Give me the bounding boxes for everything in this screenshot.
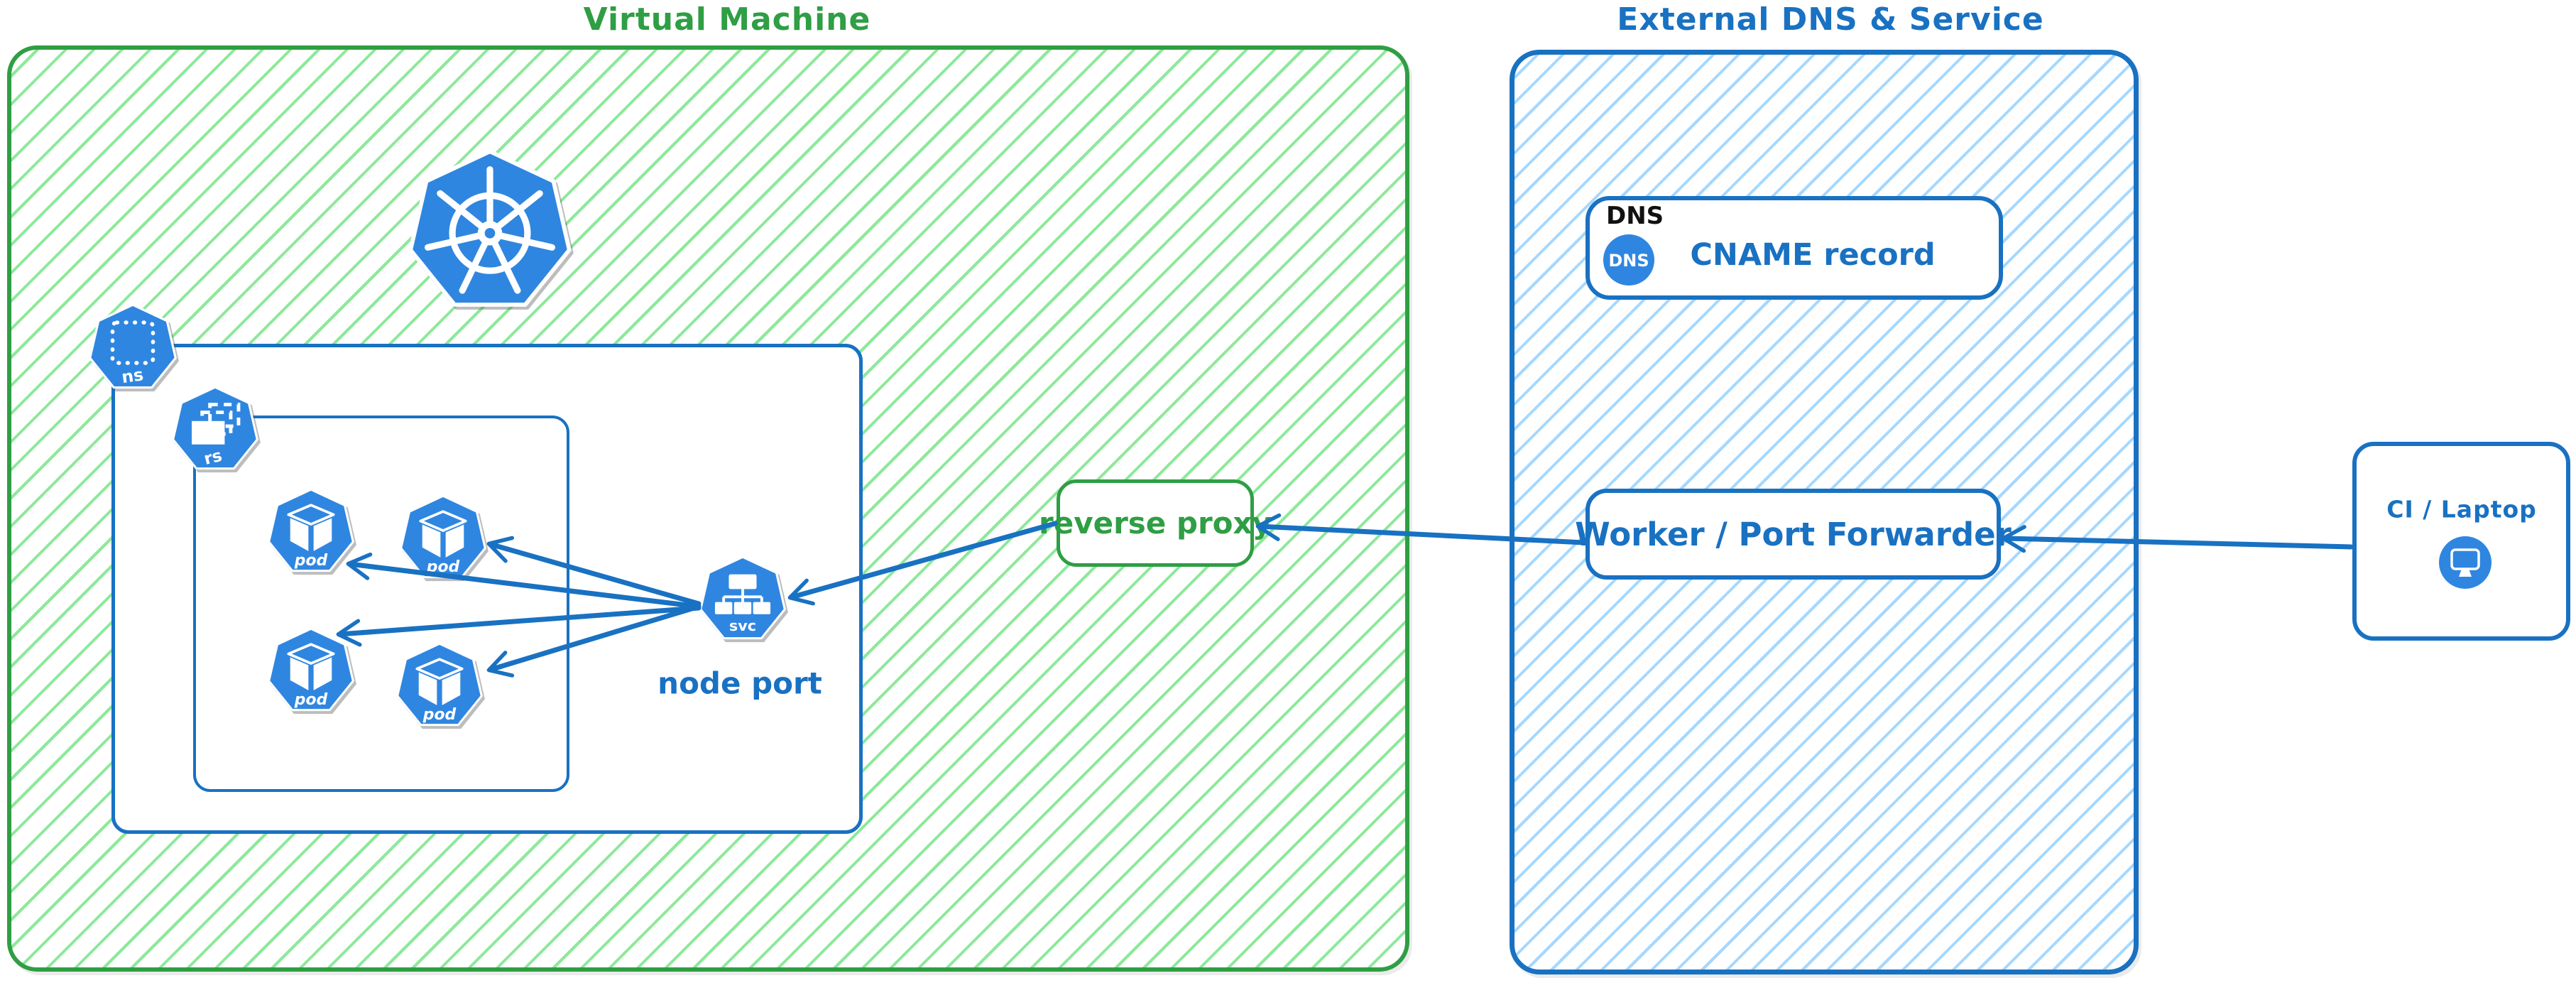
reverse-proxy-label: reverse proxy	[1039, 506, 1272, 541]
arrow-service-to-pod-3	[336, 605, 702, 647]
replicaset-icon: rs	[172, 386, 258, 470]
virtual-machine-title: Virtual Machine	[583, 1, 871, 38]
replicaset-box	[193, 416, 569, 792]
dns-tag-label: DNS	[1606, 202, 1664, 230]
namespace-icon: ns	[89, 304, 177, 389]
external-dns-title: External DNS & Service	[1617, 1, 2044, 38]
arrow-service-to-pod-1	[346, 552, 702, 609]
service-badge-label: svc	[729, 617, 756, 634]
client-label: CI / Laptop	[2386, 495, 2537, 523]
pod-icon-3: pod	[268, 628, 354, 712]
dns-badge-label: DNS	[1608, 251, 1649, 271]
monitor-icon	[2439, 536, 2492, 589]
arrow-service-to-pod-2	[486, 536, 702, 607]
dns-card	[1586, 196, 2003, 300]
arrow-client-to-worker	[2001, 525, 2354, 553]
pod-icon-2: pod	[400, 495, 486, 579]
arrow-proxy-to-service	[787, 521, 1058, 606]
worker-box: Worker / Port Forwarder	[1575, 489, 2012, 580]
namespace-badge-label: ns	[120, 364, 144, 387]
arrow-service-to-pod-4	[486, 604, 702, 678]
pod-badge-label: pod	[294, 691, 328, 709]
pod-icon-1: pod	[268, 489, 354, 572]
pod-icon-4: pod	[396, 643, 483, 727]
node-port-label: node port	[657, 666, 822, 701]
cname-record-label: CNAME record	[1690, 237, 1936, 273]
pod-badge-label: pod	[422, 706, 457, 724]
reverse-proxy-box: reverse proxy	[1039, 479, 1272, 567]
dns-badge-icon: DNS	[1603, 234, 1654, 286]
worker-label: Worker / Port Forwarder	[1575, 515, 2012, 553]
arrow-worker-to-proxy	[1255, 513, 1587, 545]
pod-badge-label: pod	[294, 552, 328, 570]
service-icon: svc	[699, 556, 786, 640]
kubernetes-logo-icon	[408, 149, 572, 307]
